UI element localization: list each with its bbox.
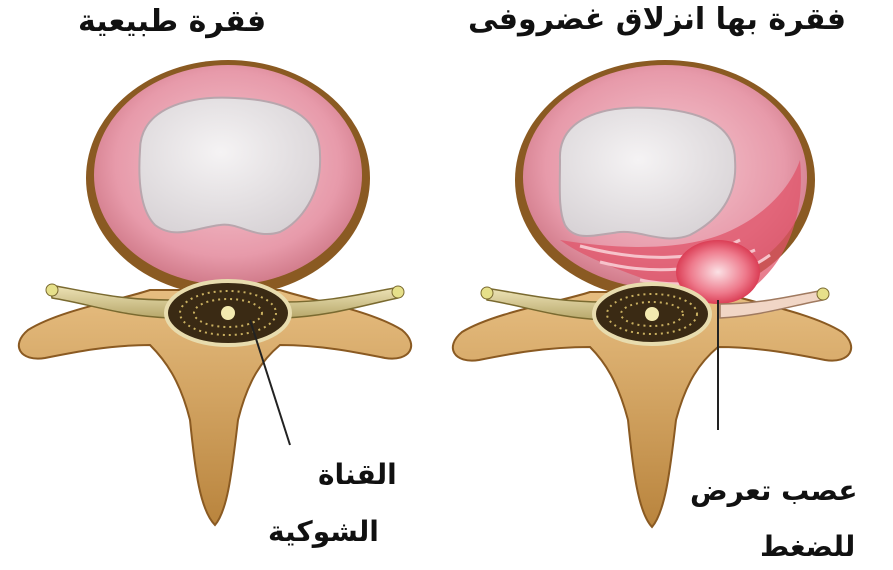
disc-nucleus: [560, 108, 736, 239]
spinal-canal-label-line2: الشوكية: [268, 515, 379, 548]
disc-nucleus: [139, 98, 320, 234]
normal-vertebra: [19, 60, 411, 525]
herniated-vertebra-title: فقرة بها انزلاق غضروفى: [468, 2, 846, 37]
nerve-label-line1: عصب تعرض: [690, 474, 858, 507]
spinal-canal-label-line1: القناة: [318, 458, 397, 491]
spinal-cord-center: [645, 307, 659, 321]
herniated-vertebra: [453, 60, 851, 527]
normal-vertebra-title: فقرة طبيعية: [78, 4, 266, 39]
spinal-cord-center: [221, 306, 235, 320]
nerve-label-line2: للضغط: [760, 530, 855, 563]
